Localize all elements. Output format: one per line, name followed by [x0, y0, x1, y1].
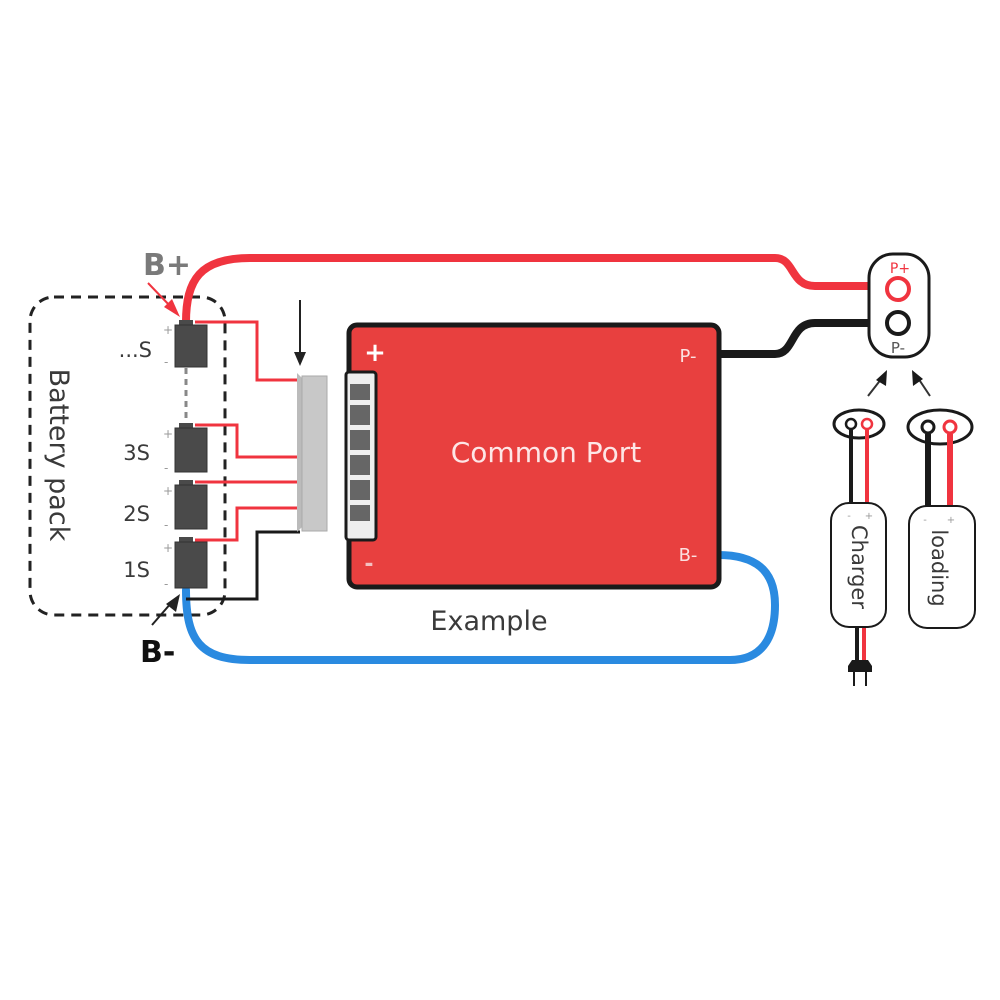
load-plus-marker: + [947, 515, 955, 526]
cell-2s-label: 2S [123, 502, 150, 526]
charger-positive-ring [860, 417, 874, 431]
b-plus-wire [182, 254, 897, 326]
board-p-minus-label: P- [680, 346, 697, 367]
connector-arrow-head [294, 352, 306, 366]
p-minus-wire [714, 319, 897, 358]
plug-body [848, 660, 872, 672]
load-minus-marker: - [923, 515, 927, 526]
cell-3s [174, 423, 208, 473]
cell-2s [174, 480, 208, 530]
cell-1s [174, 537, 208, 589]
charger-label: Charger [847, 525, 871, 609]
load-label: loading [927, 529, 951, 606]
b-minus-label: B- [140, 635, 175, 670]
charger-connector [832, 408, 886, 440]
p-plus-terminal [885, 276, 911, 302]
cell-3s-label: 3S [123, 441, 150, 465]
cell-2s-plus: + [163, 484, 173, 498]
p-minus-terminal [885, 310, 911, 336]
load-arrow-head [912, 370, 923, 386]
battery-pack-label: Battery pack [43, 369, 74, 542]
cell-n [174, 320, 208, 368]
load-positive-ring [942, 419, 958, 435]
load-box [908, 505, 976, 629]
balance-connector [297, 373, 328, 532]
balance-wires [195, 320, 300, 542]
b-minus-arrow-head [166, 594, 180, 612]
b-plus-label: B+ [143, 248, 191, 283]
cell-2s-minus: - [164, 518, 168, 532]
output-port-block [867, 252, 931, 359]
cell-3s-minus: - [164, 461, 168, 475]
cell-n-minus: - [164, 355, 168, 369]
balance-ground-wire [186, 530, 300, 601]
charger-arrow-head [876, 370, 887, 386]
p-plus-label: P+ [890, 261, 910, 277]
board-b-minus-label: B- [679, 545, 698, 566]
board-socket [344, 370, 378, 542]
cell-n-label: ...S [119, 338, 152, 362]
battery-pack-outline [28, 295, 227, 617]
board-minus-marker: - [364, 552, 373, 577]
charger-negative-ring [844, 417, 858, 431]
p-minus-label: P- [891, 339, 905, 357]
charger-box [830, 502, 887, 628]
cell-1s-plus: + [163, 541, 173, 555]
caption-example: Example [430, 606, 547, 637]
cell-1s-minus: - [164, 577, 168, 591]
charger-minus-marker: - [847, 511, 851, 522]
cell-n-plus: + [163, 323, 173, 337]
load-connector [906, 408, 974, 446]
cell-1s-label: 1S [123, 558, 150, 582]
load-negative-ring [920, 419, 936, 435]
b-plus-arrow-head [164, 299, 180, 317]
charger-plus-marker: + [865, 511, 873, 522]
board-title: Common Port [451, 436, 642, 469]
cell-3s-plus: + [163, 427, 173, 441]
b-minus-wire [182, 551, 780, 664]
board-plus-marker: + [364, 338, 386, 368]
